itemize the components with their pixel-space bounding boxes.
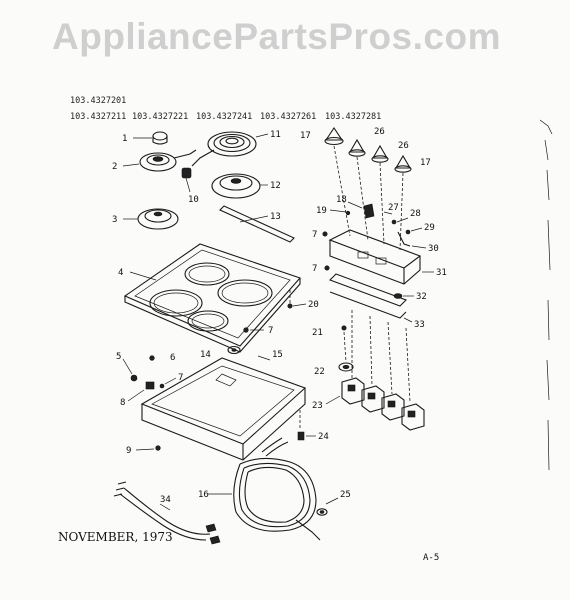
callout-14: 14 (200, 350, 211, 360)
callout-26-b: 26 (398, 141, 409, 151)
part-22-grommet (338, 362, 354, 372)
callout-1: 1 (122, 134, 127, 144)
model-number-5: 103.4327281 (325, 112, 382, 122)
callout-29: 29 (424, 223, 435, 233)
part-12-drip-pan-large (211, 173, 268, 199)
callout-16: 16 (198, 490, 209, 500)
callout-34: 34 (160, 495, 171, 505)
callout-25: 25 (340, 490, 351, 500)
part-32-screw (393, 293, 414, 299)
publication-date: NOVEMBER, 1973 (58, 530, 173, 544)
callout-28: 28 (410, 209, 421, 219)
part-10-element-receptacle (181, 167, 192, 193)
model-number-top: 103.4327201 (70, 96, 127, 106)
part-33-panel-bracket (329, 273, 413, 323)
callout-20: 20 (308, 300, 319, 310)
part-3-drip-pan-small (123, 208, 179, 230)
callout-23: 23 (312, 401, 323, 411)
part-14-grommet (227, 345, 241, 355)
scan-margin-marks (539, 119, 553, 471)
callout-21: 21 (312, 328, 323, 338)
callout-4: 4 (118, 268, 123, 278)
part-11-large-element (191, 131, 269, 167)
callout-27: 27 (388, 203, 399, 213)
callout-7-c: 7 (312, 230, 317, 240)
callout-7-b: 7 (178, 373, 183, 383)
part-26-knob-a (348, 138, 369, 241)
part-31-control-panel (328, 229, 434, 285)
model-number-1: 103.4327211 (70, 112, 127, 122)
model-number-2: 103.4327221 (132, 112, 189, 122)
part-17-knob-right (394, 154, 412, 251)
watermark: AppliancePartsPros.com (52, 16, 501, 57)
callout-22: 22 (314, 367, 325, 377)
callout-10: 10 (188, 195, 199, 205)
part-4-cooktop-frame (123, 243, 301, 353)
part-7-screws (159, 231, 330, 389)
callout-7-a: 7 (268, 326, 273, 336)
part-21-screw (341, 325, 347, 363)
callout-24: 24 (318, 432, 329, 442)
callout-8: 8 (120, 398, 125, 408)
part-20-screw (287, 303, 307, 309)
part-19-spring (329, 209, 351, 216)
part-8-bracket (127, 381, 155, 402)
callout-31: 31 (436, 268, 447, 278)
part-25-bushing (316, 497, 339, 516)
part-18-switch (347, 201, 375, 219)
callout-9: 9 (126, 446, 131, 456)
part-16-wiring-harness (208, 437, 321, 541)
callout-6: 6 (170, 353, 175, 363)
part-23-infinite-switches (325, 310, 425, 431)
part-24-clamp (297, 431, 316, 441)
model-number-4: 103.4327261 (260, 112, 317, 122)
callout-5: 5 (116, 352, 121, 362)
callout-19: 19 (316, 206, 327, 216)
callout-32: 32 (416, 292, 427, 302)
part-1-knob-cap (133, 131, 168, 145)
callout-7-d: 7 (312, 264, 317, 274)
callout-3: 3 (112, 215, 117, 225)
part-9-screw (135, 445, 161, 451)
model-number-3: 103.4327241 (196, 112, 253, 122)
part-5-screw (122, 358, 138, 382)
callout-18: 18 (336, 195, 347, 205)
callout-30: 30 (428, 244, 439, 254)
callout-2: 2 (112, 162, 117, 172)
part-13-support-bar (219, 205, 295, 243)
part-26-knob-b (371, 144, 389, 245)
part-17-knob-left (324, 127, 351, 237)
part-27-28-29-30-wiring-terminals (383, 211, 427, 249)
callout-33: 33 (414, 320, 425, 330)
callout-17-a: 17 (300, 131, 311, 141)
callout-13: 13 (270, 212, 281, 222)
callout-26-a: 26 (374, 127, 385, 137)
part-15-chassis-box (140, 355, 307, 461)
page-reference: A-5 (423, 553, 440, 563)
callout-12: 12 (270, 181, 281, 191)
callout-15: 15 (272, 350, 283, 360)
callout-11: 11 (270, 130, 281, 140)
part-6-screw (149, 355, 155, 361)
callout-17-b: 17 (420, 158, 431, 168)
callout-labels: 1 2 3 4 5 6 7 7 7 7 8 9 10 11 12 13 14 1… (112, 127, 447, 505)
part-2-small-burner (122, 149, 197, 172)
part-34-wire-lead (113, 481, 221, 545)
